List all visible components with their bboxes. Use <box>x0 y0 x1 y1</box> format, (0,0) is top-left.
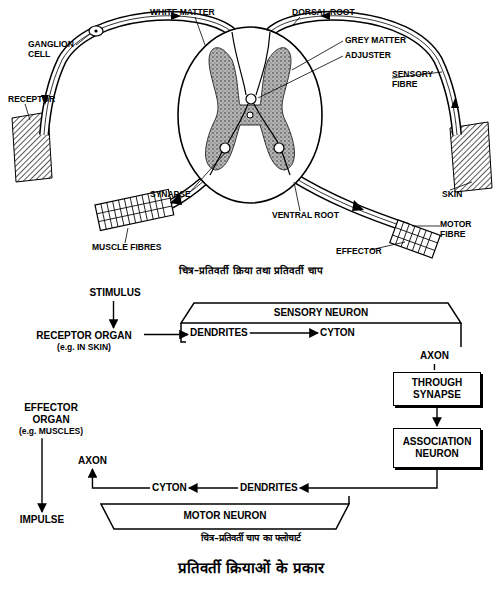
node-text: RECEPTOR ORGAN <box>26 330 142 342</box>
flow-term: CYTON <box>152 482 187 494</box>
effector-muscle <box>390 220 440 258</box>
node-text: MOTOR NEURON <box>100 510 350 522</box>
band-outline <box>100 478 350 530</box>
flow-arrow <box>113 301 114 328</box>
node-text: DENDRITES <box>190 327 248 339</box>
flow-term: CYTON <box>320 327 355 339</box>
motor-fibre-path <box>282 152 290 175</box>
node-text: CYTON <box>152 482 187 494</box>
flow-arrow <box>189 487 238 488</box>
sensory-fibre-path <box>232 32 246 95</box>
node-text: DENDRITES <box>240 482 298 494</box>
leader-line <box>292 17 300 26</box>
leader-line <box>292 41 343 70</box>
muscle-striation <box>390 220 440 258</box>
node-text: AXON <box>78 455 107 467</box>
part-label: GREY MATTER <box>345 36 406 46</box>
node-text: SENSORY NEURON <box>180 307 462 319</box>
sensory-fibre-path <box>256 32 270 95</box>
arrow-head <box>352 200 364 211</box>
impulse-arrows <box>41 12 459 211</box>
ganglion-cell <box>89 26 103 36</box>
leader-line <box>294 182 300 211</box>
neuron-band: MOTOR NEURON DENDRITES CYTON <box>100 478 350 530</box>
leader-line <box>412 226 440 227</box>
leader-line <box>450 182 472 190</box>
leader-line <box>190 153 225 192</box>
node-note: (e.g. IN SKIN) <box>26 342 142 352</box>
adjuster-fibre <box>254 104 278 143</box>
node-note: (e.g. MUSCLES) <box>12 426 90 436</box>
node-text: EFFECTOR ORGAN <box>12 402 90 426</box>
part-label: EFFECTOR <box>336 247 382 257</box>
flow-term: DENDRITES <box>240 482 298 494</box>
adjuster-cell <box>246 94 256 104</box>
flow-arrow <box>41 438 42 512</box>
part-label: SKIN <box>442 190 462 200</box>
node-text: ASSOCIATION NEURON <box>394 436 480 460</box>
figure-caption: चित्र–प्रतिवर्ती क्रिया तथा प्रतिवर्ती च… <box>0 263 502 277</box>
leader-line <box>195 17 205 45</box>
neuron-band: SENSORY NEURON DENDRITES CYTON <box>180 302 462 348</box>
neuron-fibres <box>210 32 290 175</box>
node-text: STIMULUS <box>85 287 145 299</box>
part-label: SYNAPSE <box>150 190 191 200</box>
flow-term: IMPULSE <box>12 514 72 526</box>
leader-line <box>76 34 90 45</box>
part-label: MOTOR FIBRE <box>440 220 482 240</box>
nerve-inner <box>290 175 408 228</box>
spinal-cord <box>178 27 322 203</box>
node-text: CYTON <box>320 327 355 339</box>
flow-term: DENDRITES <box>190 327 248 339</box>
band-bracket <box>348 496 350 504</box>
part-label: DORSAL ROOT <box>292 8 355 18</box>
figure-caption: चित्र–प्रतिवर्ती चाप का फ्लोचार्ट <box>0 533 502 544</box>
flow-arrow <box>250 332 318 333</box>
leader-line <box>125 228 128 243</box>
node-text: THROUGH SYNAPSE <box>394 377 480 401</box>
flow-term: RECEPTOR ORGAN(e.g. IN SKIN) <box>26 330 142 352</box>
motor-cell <box>220 143 230 153</box>
part-label: ADJUSTER <box>345 51 391 61</box>
part-label: MUSCLE FIBRES <box>92 243 161 253</box>
process-box: ASSOCIATION NEURON <box>393 428 481 468</box>
muscle-block <box>390 220 440 258</box>
figure-title: प्रतिवर्ती क्रियाओं के प्रकार <box>0 557 502 577</box>
part-label: SENSORY FIBRE <box>392 70 438 90</box>
leader-line <box>258 56 343 98</box>
nerve-outline <box>290 175 408 228</box>
band-shape <box>181 303 461 323</box>
flow-term: AXON <box>78 455 107 467</box>
flow-term: STIMULUS <box>85 287 145 299</box>
flow-arrow <box>434 364 435 370</box>
band-bracket <box>181 323 461 347</box>
grey-matter <box>206 48 295 170</box>
flow-arrow <box>436 408 437 426</box>
node-text: IMPULSE <box>12 514 72 526</box>
process-box: THROUGH SYNAPSE <box>393 372 481 406</box>
node-text: AXON <box>420 350 449 362</box>
flow-arrow <box>300 470 437 488</box>
nerve-fibre <box>290 175 408 228</box>
leader-line <box>25 104 30 120</box>
adjuster-fibre <box>228 104 248 143</box>
flow-term: AXON <box>420 350 449 362</box>
part-label: WHITE MATTER <box>150 8 215 18</box>
part-label: GANGLION CELL <box>28 40 78 60</box>
arrow-head <box>451 98 459 108</box>
flow-arrow <box>92 469 150 488</box>
central-canal <box>247 112 253 118</box>
nerve-tube <box>44 16 457 228</box>
flow-term: EFFECTOR ORGAN(e.g. MUSCLES) <box>12 402 90 436</box>
part-label: VENTRAL ROOT <box>272 211 339 221</box>
ganglion-nucleus <box>94 29 97 32</box>
leader-lines <box>25 17 472 250</box>
band-shape <box>101 504 349 529</box>
motor-cell <box>274 143 284 153</box>
part-label: RECEPTOR <box>8 95 55 105</box>
